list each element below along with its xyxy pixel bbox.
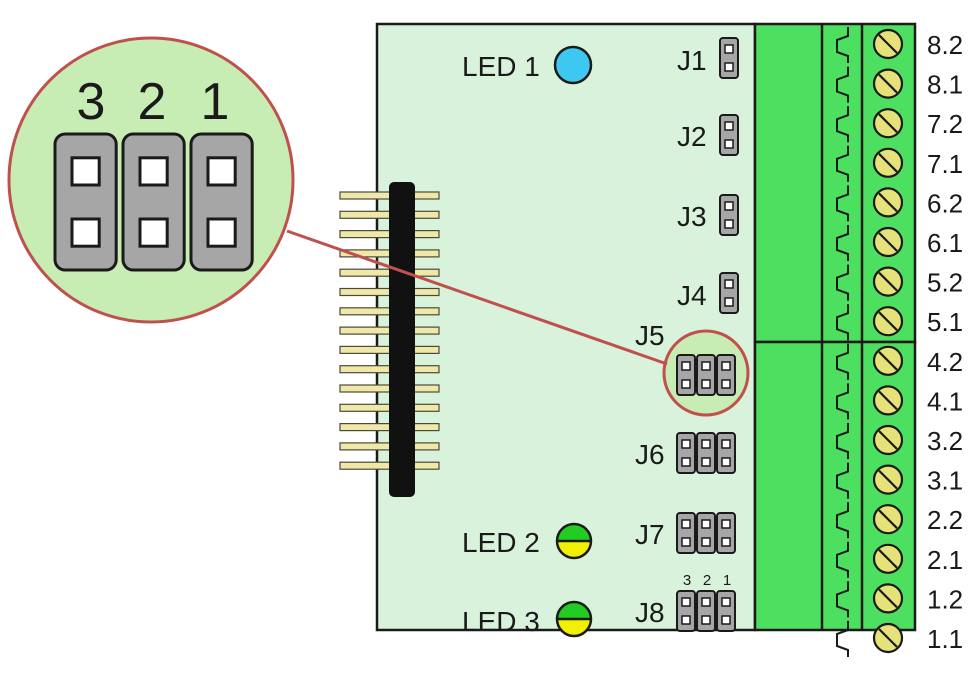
led-2-label: LED 2 — [462, 527, 540, 558]
jumper-j5-label: J5 — [635, 320, 665, 351]
terminal-clamp — [836, 264, 849, 301]
jumper-6pin-icon — [676, 512, 736, 554]
terminal-clamp — [836, 502, 849, 539]
jumper-2pin-icon — [719, 272, 739, 314]
jumper-j7: J7 — [635, 512, 736, 554]
terminal-blocks: 8.2 8.1 7.2 7.1 6.2 6.1 5.2 5.1 4.2 4.1 3.2 3.1 2.2 2… — [753, 22, 963, 657]
jumper-j4: J4 — [677, 272, 739, 314]
led-1-label: LED 1 — [462, 51, 540, 82]
terminal-clamp — [836, 185, 849, 222]
zoom-jumper-block — [53, 132, 254, 272]
jumper-j4-label: J4 — [677, 280, 707, 311]
jumper-j2: J2 — [677, 114, 739, 156]
led-3-icon — [555, 600, 593, 638]
terminal-clamp — [836, 304, 849, 341]
terminal-clamp — [836, 66, 849, 103]
pin-header — [339, 182, 440, 497]
terminal-label: 5.2 — [927, 268, 963, 298]
led-1: LED 1 — [462, 45, 593, 85]
jumper-6pin-icon — [53, 132, 254, 272]
jumper-j3: J3 — [677, 194, 739, 236]
terminal-label: 2.1 — [927, 545, 963, 575]
jumper-j5: J5 — [635, 320, 736, 396]
zoom-pin-number-3: 3 — [77, 73, 106, 131]
led-2: LED 2 — [462, 522, 593, 560]
terminal-label: 7.1 — [927, 149, 963, 179]
terminal-clamp — [836, 383, 849, 420]
jumper-j2-label: J2 — [677, 121, 707, 152]
jumper-2pin-icon — [719, 37, 739, 79]
header-body — [389, 182, 415, 497]
jumper-j8: J8 3 2 1 — [635, 572, 736, 632]
terminal-clamp — [836, 541, 849, 578]
led-3-label: LED 3 — [462, 606, 540, 637]
terminal-label: 4.1 — [927, 386, 963, 416]
terminal-label: 8.1 — [927, 70, 963, 100]
jumper-j7-label: J7 — [635, 519, 665, 550]
j8-pin-number-3: 3 — [683, 572, 691, 589]
jumper-6pin-icon — [676, 590, 736, 632]
terminal-label: 4.2 — [927, 347, 963, 377]
led-3: LED 3 — [462, 600, 593, 638]
terminal-clamp — [836, 462, 849, 499]
zoom-detail: 3 2 1 — [7, 36, 295, 324]
zoom-pin-number-2: 2 — [138, 73, 167, 131]
jumper-j8-label: J8 — [635, 597, 665, 628]
terminal-label: 8.2 — [927, 30, 963, 60]
terminal-clamp — [836, 343, 849, 380]
jumper-j1: J1 — [677, 37, 739, 79]
jumper-j3-label: J3 — [677, 201, 707, 232]
terminal-label: 6.1 — [927, 228, 963, 258]
terminal-label: 2.2 — [927, 505, 963, 535]
led-1-icon — [553, 45, 593, 85]
terminal-label: 7.2 — [927, 109, 963, 139]
terminal-label: 3.1 — [927, 466, 963, 496]
terminal-clamp — [836, 145, 849, 182]
zoom-pin-number-1: 1 — [201, 73, 230, 131]
terminal-clamp — [836, 621, 849, 657]
terminal-label: 5.1 — [927, 307, 963, 337]
jumper-j6-label: J6 — [635, 439, 665, 470]
terminal-clamp — [836, 423, 849, 459]
terminal-clamp — [836, 27, 849, 63]
jumper-6pin-icon — [676, 354, 736, 396]
j8-pin-number-2: 2 — [703, 572, 711, 589]
terminal-clamp — [836, 106, 849, 143]
jumper-2pin-icon — [719, 194, 739, 236]
led-2-icon — [555, 522, 593, 560]
zoom-connector-line — [286, 229, 668, 366]
jumper-2pin-icon — [719, 114, 739, 156]
terminal-label: 1.2 — [927, 584, 963, 614]
j8-pin-number-1: 1 — [723, 572, 731, 589]
jumper-6pin-icon — [676, 432, 736, 474]
terminal-label: 6.2 — [927, 188, 963, 218]
terminal-label: 1.1 — [927, 624, 963, 654]
terminal-clamp — [836, 581, 849, 618]
terminal-clamp — [836, 225, 849, 261]
jumper-j1-label: J1 — [677, 45, 707, 76]
terminal-label: 3.2 — [927, 426, 963, 456]
jumper-j6: J6 — [635, 432, 736, 474]
